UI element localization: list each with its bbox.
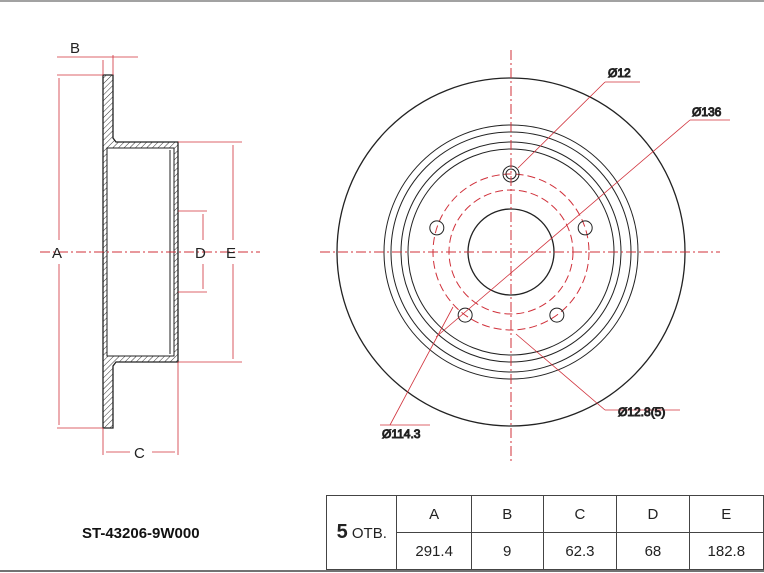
dimensions-table: 5 ОТВ. A B C D E 291.4 9 62.3 68 182.8 bbox=[325, 495, 764, 570]
bolt-hole bbox=[549, 307, 565, 323]
header-e: E bbox=[688, 495, 764, 533]
label-pcd: Ø114.3 bbox=[382, 427, 421, 441]
label-hole-count: Ø12.8(5) bbox=[618, 405, 665, 419]
value-d: 68 bbox=[616, 532, 690, 570]
value-b: 9 bbox=[470, 532, 544, 570]
bolt-hole bbox=[577, 220, 593, 236]
label-hat-diameter: Ø136 bbox=[692, 105, 722, 119]
header-b: B bbox=[470, 495, 544, 533]
value-c: 62.3 bbox=[542, 532, 618, 570]
header-a: A bbox=[396, 495, 472, 533]
side-view: B A C D E bbox=[40, 40, 260, 462]
bolt-hole bbox=[457, 307, 473, 323]
label-a: A bbox=[52, 245, 62, 262]
header-d: D bbox=[616, 495, 690, 533]
value-e: 182.8 bbox=[688, 532, 764, 570]
holes-label: ОТВ. bbox=[351, 525, 387, 542]
label-d: D bbox=[195, 245, 206, 262]
header-c: C bbox=[542, 495, 618, 533]
bolt-hole bbox=[429, 220, 445, 236]
label-bolt-hole: Ø12 bbox=[608, 66, 631, 80]
holes-cell: 5 ОТВ. bbox=[325, 495, 398, 570]
holes-count: 5 bbox=[336, 521, 348, 543]
label-e: E bbox=[226, 245, 236, 262]
label-c: C bbox=[134, 445, 145, 462]
value-a: 291.4 bbox=[396, 532, 472, 570]
label-b: B bbox=[70, 40, 80, 57]
part-number: ST-43206-9W000 bbox=[82, 525, 200, 542]
front-view: Ø12 Ø136 Ø114.3 Ø12.8(5) bbox=[320, 50, 730, 462]
